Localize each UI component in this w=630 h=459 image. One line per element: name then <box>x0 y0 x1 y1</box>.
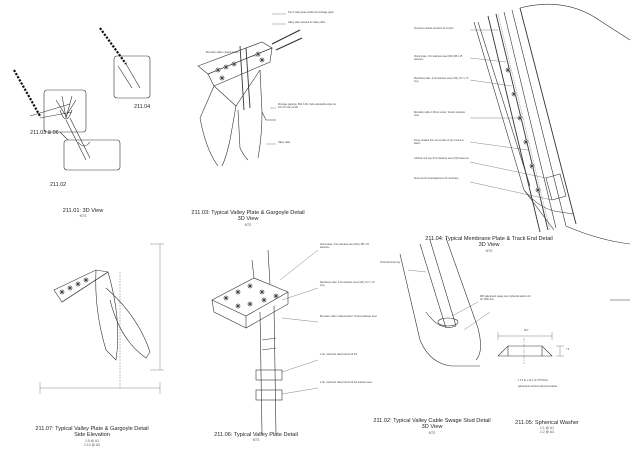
note-211-04-3: Membrane plate, 4 No stainless steel (31… <box>414 78 469 83</box>
view-211-05-scale-a1: 1:1 @ A1 <box>540 426 554 431</box>
view-211-07-title: 211.07: Typical Valley Plate & Gargoyle … <box>35 426 149 432</box>
view-211-04-subtitle: 3D View <box>478 242 500 249</box>
note-211-06-3: Boundary cable in lateral socket, Tensio… <box>320 316 377 318</box>
note-211-02-1: M36 galvanised swage stud, spherical was… <box>480 296 531 301</box>
view-211-02-linework <box>399 237 491 367</box>
view-211-03-title: 211.03: Typical Valley Plate & Gargoyle … <box>191 210 305 216</box>
note-211-03-1: Top of valley plate profiled for drainag… <box>288 12 334 14</box>
callout-box-211-03[interactable] <box>43 89 87 133</box>
note-211-03-5: Valley cable <box>278 142 291 144</box>
note-211-06-5: 2 No. machined clamp blocks 20 thk stain… <box>320 382 372 384</box>
view-title-211-06: 211.06: Typical Valley Plate Detail NTS <box>196 432 316 442</box>
note-211-03-4: Drainage gargoyle: 8ML 6 Mx. Valve adjus… <box>278 104 336 109</box>
view-211-06-linework <box>211 249 319 435</box>
view-211-04-scale: NTS <box>485 248 493 253</box>
view-title-211-05: 211.05: Spherical Washer 1:1 @ A1 1:2 @ … <box>502 420 592 434</box>
view-211-02-scale: NTS <box>428 430 436 435</box>
view-title-211-03: 211.03: Typical Valley Plate & Gargoyle … <box>178 210 318 227</box>
view-211-07-scale-a1: 1:5 @ A1 <box>85 438 99 443</box>
note-211-06-1: Clamp plate, 4 No stainless steel (316),… <box>320 244 369 249</box>
view-211-01-scale: NTS <box>79 214 87 219</box>
callout-box-211-02[interactable] <box>63 139 121 171</box>
view-211-06-title: 211.06: Typical Valley Plate Detail <box>214 432 298 438</box>
view-211-07-subtitle: Side Elevation <box>74 432 110 439</box>
note-211-04-7: Stud used for final adjustment of membra… <box>414 178 459 180</box>
note-211-05-dim-height: 7.5 <box>566 349 570 351</box>
note-211-04-6: Loftbuck end cap, 8 No stainless steel (… <box>414 158 469 160</box>
view-211-04-linework <box>469 3 630 301</box>
note-211-04-1: Aluminium double extrusion for tension <box>414 28 454 30</box>
view-211-06-scale: NTS <box>252 438 260 443</box>
note-211-05-dim-width: 18.0 <box>523 330 529 332</box>
callout-box-211-04[interactable] <box>113 55 151 99</box>
view-211-01-linework <box>13 27 151 171</box>
ref-211-02[interactable]: 211.02 <box>50 182 67 188</box>
view-211-07-scale-a3: 1:10 @ A3 <box>84 442 100 447</box>
view-211-02-title: 211.02: Typical Valley Cable Swage Stud … <box>373 418 491 424</box>
view-211-05-title: 211.05: Spherical Washer <box>515 420 579 426</box>
view-211-07-linework <box>39 243 164 394</box>
view-title-211-01: 211.01: 3D View NTS <box>18 208 148 218</box>
note-211-04-5: Fringe detailed from top of plate to top… <box>414 140 464 145</box>
note-211-02-2: Unistrut/Uni bar bay <box>380 262 401 264</box>
note-211-05-2: galvanised machined spherical washer <box>518 386 558 388</box>
view-211-03-subtitle: 3D View <box>237 216 259 223</box>
view-211-05-linework <box>497 332 564 364</box>
view-title-211-02: 211.02: Typical Valley Cable Swage Stud … <box>362 418 502 435</box>
view-211-01-title: 211.01: 3D View <box>62 208 104 214</box>
note-211-06-2: Membrane plate, 4 No stainless steel (31… <box>320 282 375 287</box>
view-211-03-linework <box>197 13 303 167</box>
view-211-02-subtitle: 3D View <box>421 424 443 431</box>
view-211-03-scale: NTS <box>244 222 252 227</box>
view-title-211-04: 211.04: Typical Membrane Plate & Track E… <box>404 236 574 253</box>
view-211-04-title: 211.04: Typical Membrane Plate & Track E… <box>425 236 553 242</box>
view-211-05-scale-a3: 1:2 @ A3 <box>540 430 554 435</box>
view-title-211-07: 211.07: Typical Valley Plate & Gargoyle … <box>12 426 172 447</box>
note-211-06-4: 2 No. machined clamp blocks 20 thk <box>320 354 357 356</box>
note-211-04-2: Clamp plate, 4 No stainless steel (316) … <box>414 56 463 61</box>
note-211-05-1: T 5.0 ds x 40 x 10 (TYPICAL) <box>518 380 548 382</box>
ref-211-03-06[interactable]: 211.03 & 06 <box>30 130 59 136</box>
note-211-04-4: Boundary cable 4 16mm socket, Tension st… <box>414 112 465 117</box>
note-211-03-2: Valley plate released for valley cable <box>288 22 326 24</box>
ref-211-04[interactable]: 211.04 <box>134 104 151 110</box>
note-211-03-3: Boundary cable in lateral socket <box>206 52 239 54</box>
